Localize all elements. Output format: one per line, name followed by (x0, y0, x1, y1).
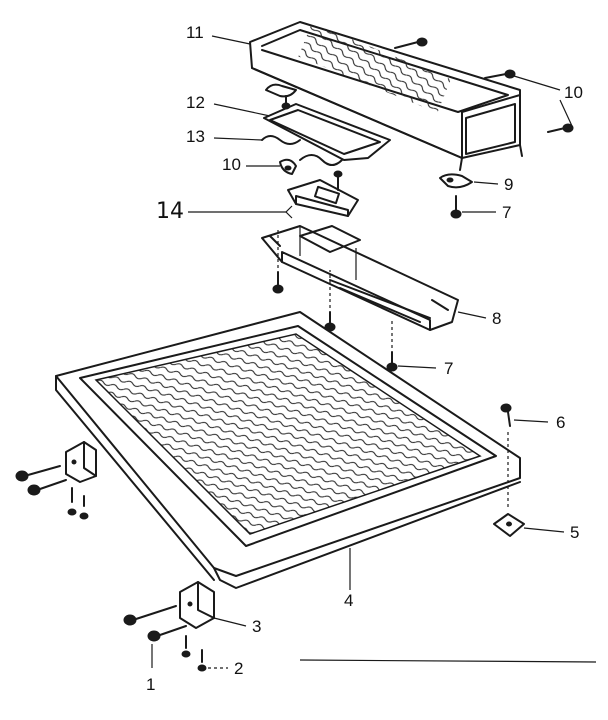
screw-icon (500, 403, 549, 427)
callout-6: 6 (556, 413, 565, 432)
callout-5: 5 (570, 523, 579, 542)
screw-icon (181, 635, 191, 658)
screw-icon (197, 649, 228, 672)
callout-10-right: 10 (564, 83, 583, 102)
screw-icon (15, 465, 61, 482)
callout-2: 2 (234, 659, 243, 678)
screw-icon (333, 170, 343, 191)
callout-7-lower: 7 (444, 359, 453, 378)
part-11-top-frame (249, 21, 523, 171)
left-upper-bracket (65, 441, 97, 483)
callout-12: 12 (186, 93, 205, 112)
part-13-spring-clips (261, 135, 343, 166)
callout-3: 3 (252, 617, 261, 636)
callout-9: 9 (504, 175, 513, 194)
screw-icon (123, 605, 177, 626)
divider-line (299, 659, 597, 663)
callout-10-left: 10 (222, 155, 241, 174)
callout-8: 8 (492, 309, 501, 328)
part-14-bracket-plate (287, 179, 359, 217)
screw-icon (386, 351, 437, 372)
screw-icon (272, 271, 284, 294)
callout-14: 14 (156, 199, 184, 224)
callout-11: 11 (186, 23, 204, 42)
callout-7-upper: 7 (502, 203, 511, 222)
screw-icon (79, 495, 89, 520)
part-4-top-panel (55, 311, 521, 590)
screw-icon (67, 487, 77, 516)
screw-icon (547, 123, 574, 133)
screw-icon (324, 311, 336, 332)
screw-icon (450, 195, 496, 219)
callout-4: 4 (344, 591, 353, 610)
part-5-nut-plate (493, 513, 565, 537)
screw-icon (394, 37, 428, 49)
screw-icon (27, 479, 67, 496)
callout-1: 1 (146, 675, 155, 694)
part-10-clip (279, 158, 297, 175)
part-12-control-panel (263, 103, 391, 161)
screw-icon (147, 625, 187, 642)
screw-icon (484, 69, 516, 79)
clip-icon (265, 83, 297, 98)
callout-13: 13 (186, 127, 205, 146)
part-9-clip (439, 173, 499, 189)
part-8-bracket-assembly (261, 225, 487, 331)
part-3-hinge-bracket (179, 581, 247, 629)
